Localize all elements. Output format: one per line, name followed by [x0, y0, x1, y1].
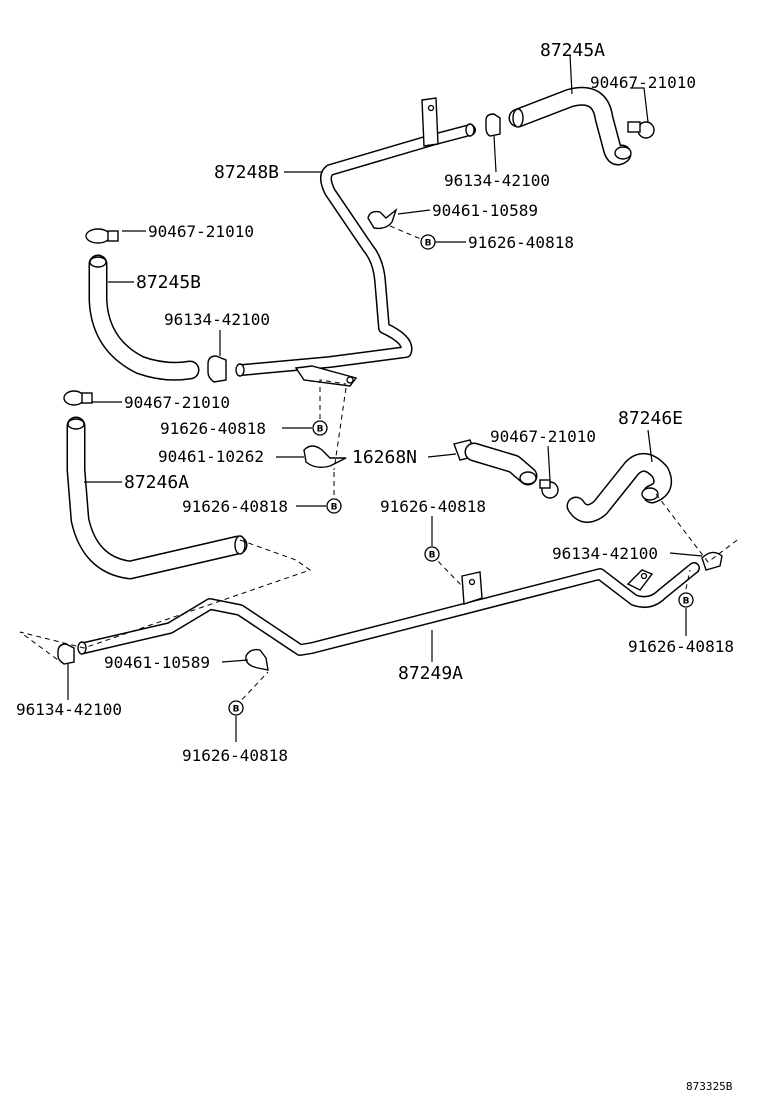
clamp-96134-right [701, 551, 723, 571]
label-90461-bottom: 90461-10589 [104, 653, 210, 672]
label-87246A: 87246A [124, 472, 189, 493]
clamp-96134-mid [207, 355, 227, 383]
clip-90461-top [367, 207, 398, 230]
pipe-87249A [77, 562, 700, 656]
bolt-marker-top: B [420, 234, 466, 250]
label-16268N: 16268N [352, 447, 417, 468]
label-96134-mid: 96134-42100 [164, 310, 270, 329]
label-87245A: 87245A [540, 40, 605, 61]
leader-lines [67, 54, 703, 742]
bracket-87249A-right [626, 569, 654, 591]
label-91626-right: 91626-40818 [628, 637, 734, 656]
figure-code: 873325B [686, 1080, 733, 1093]
label-96134-right: 96134-42100 [552, 544, 658, 563]
bracket-top [421, 97, 439, 147]
label-90467-top: 90467-21010 [590, 73, 696, 92]
clip-90467-right [539, 479, 559, 499]
hose-87245A [508, 86, 632, 166]
clip-90467-left2 [63, 390, 93, 406]
clip-90467-top [627, 121, 655, 139]
label-90467-left2: 90467-21010 [124, 393, 230, 412]
label-91626-left1: 91626-40818 [160, 419, 266, 438]
hose-87246A [66, 416, 248, 580]
label-96134-top: 96134-42100 [444, 171, 550, 190]
label-87245B: 87245B [136, 272, 201, 293]
bolt-marker-mid: B [424, 546, 440, 562]
label-87249A: 87249A [398, 663, 463, 684]
hose-87246E [566, 452, 673, 523]
clamp-96134-bottom [57, 643, 75, 665]
label-91626-bottom: 91626-40818 [182, 746, 288, 765]
bolt-marker-left1: B [312, 420, 328, 436]
label-90461-10262: 90461-10262 [158, 447, 264, 466]
hose-87245B [88, 254, 200, 381]
clip-90461-bottom [245, 648, 269, 671]
label-87246E: 87246E [618, 408, 683, 429]
svg-text:B: B [683, 597, 690, 607]
connector-16268N [453, 439, 538, 486]
label-96134-bottom: 96134-42100 [16, 700, 122, 719]
label-90467-right: 90467-21010 [490, 427, 596, 446]
bolt-marker-left2: B [326, 498, 342, 514]
svg-text:B: B [429, 551, 436, 561]
clip-90467-left1 [85, 228, 119, 244]
svg-text:B: B [233, 705, 240, 715]
label-90467-left1: 90467-21010 [148, 222, 254, 241]
clip-90461-10262 [303, 445, 347, 469]
label-87248B: 87248B [214, 162, 279, 183]
pipe-87248B [235, 123, 476, 377]
label-91626-top: 91626-40818 [468, 233, 574, 252]
label-91626-left2: 91626-40818 [182, 497, 288, 516]
label-90461-top: 90461-10589 [432, 201, 538, 220]
bolt-marker-right: B [678, 592, 694, 608]
clamp-96134-top [485, 113, 501, 137]
svg-text:B: B [425, 239, 432, 249]
svg-text:B: B [331, 503, 338, 513]
svg-text:B: B [317, 425, 324, 435]
bracket-87249A-mid [461, 571, 483, 605]
bolt-marker-bottom: B [228, 700, 244, 716]
label-91626-mid: 91626-40818 [380, 497, 486, 516]
bracket-mid [294, 365, 358, 387]
